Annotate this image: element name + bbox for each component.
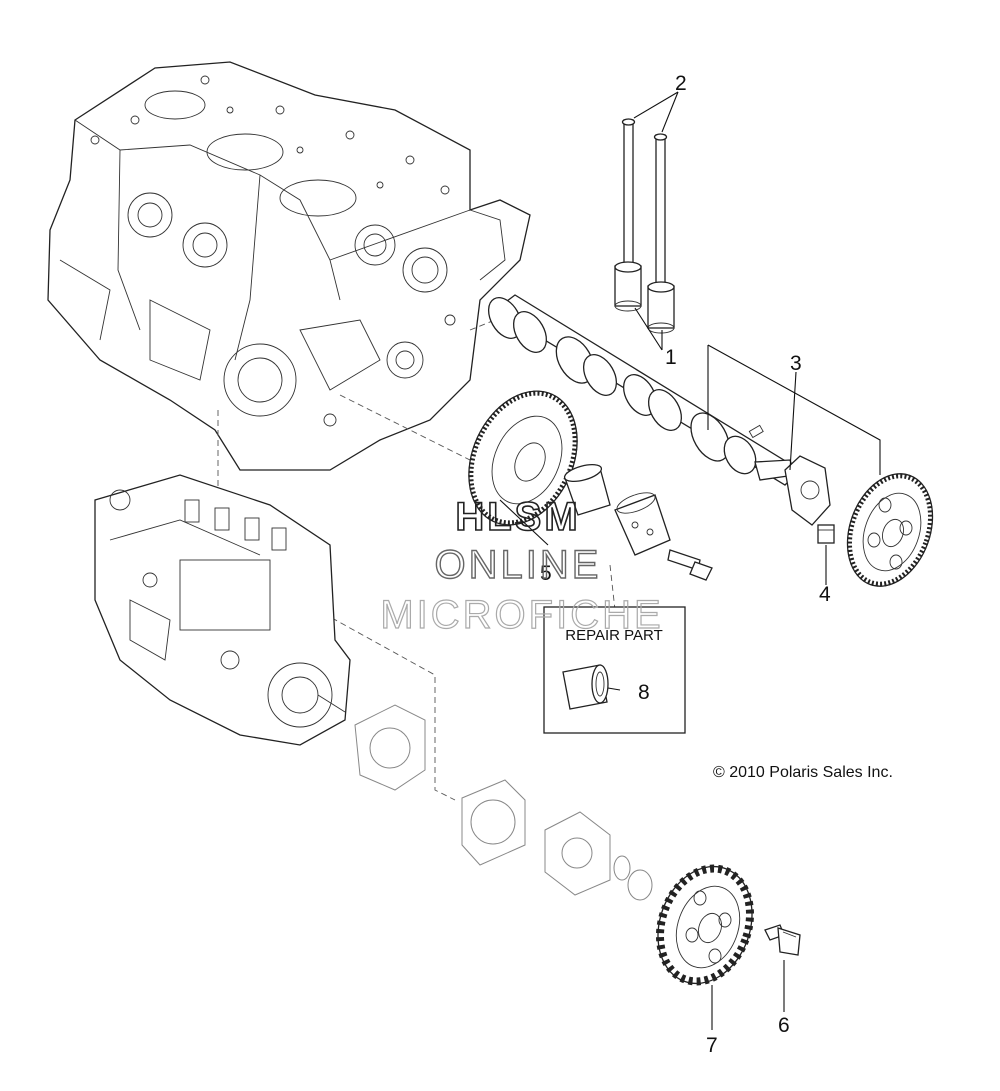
push-rods [621, 118, 668, 286]
bolt-4 [817, 524, 835, 544]
injection-pump [94, 474, 351, 746]
engine-block [47, 61, 531, 471]
callout-2: 2 [675, 72, 687, 95]
idler-shaft [614, 492, 713, 581]
camshaft [487, 294, 802, 486]
thrust-plate [784, 455, 831, 526]
copyright-text: © 2010 Polaris Sales Inc. [713, 764, 893, 781]
injection-pump-gear [655, 864, 755, 986]
cover-gasket [461, 779, 526, 866]
tappets [614, 261, 675, 334]
camshaft-gear [846, 473, 934, 587]
leader-lines [499, 91, 881, 1030]
callout-1: 1 [665, 346, 677, 369]
watermark: HLSM ONLINE MICROFICHE [380, 494, 663, 637]
nut-6 [764, 924, 801, 956]
callout-7: 7 [706, 1034, 718, 1057]
pump-drive-hub [544, 811, 653, 901]
callout-4: 4 [819, 583, 831, 606]
repair-bushing [562, 664, 609, 710]
callout-5: 5 [540, 562, 552, 585]
repair-part-title: REPAIR PART [565, 627, 663, 644]
watermark-line-1: HLSM [455, 495, 580, 539]
callout-3: 3 [790, 352, 802, 375]
idler-bushing [563, 463, 611, 516]
callout-6: 6 [778, 1014, 790, 1037]
watermark-line-3: MICROFICHE [380, 593, 663, 637]
repair-part-box: REPAIR PART [543, 606, 686, 734]
watermark-line-2: ONLINE [435, 543, 602, 587]
callout-numbers: 1 2 3 4 5 6 7 8 [540, 72, 831, 1057]
pump-gasket [354, 704, 426, 791]
callout-8: 8 [638, 681, 650, 704]
